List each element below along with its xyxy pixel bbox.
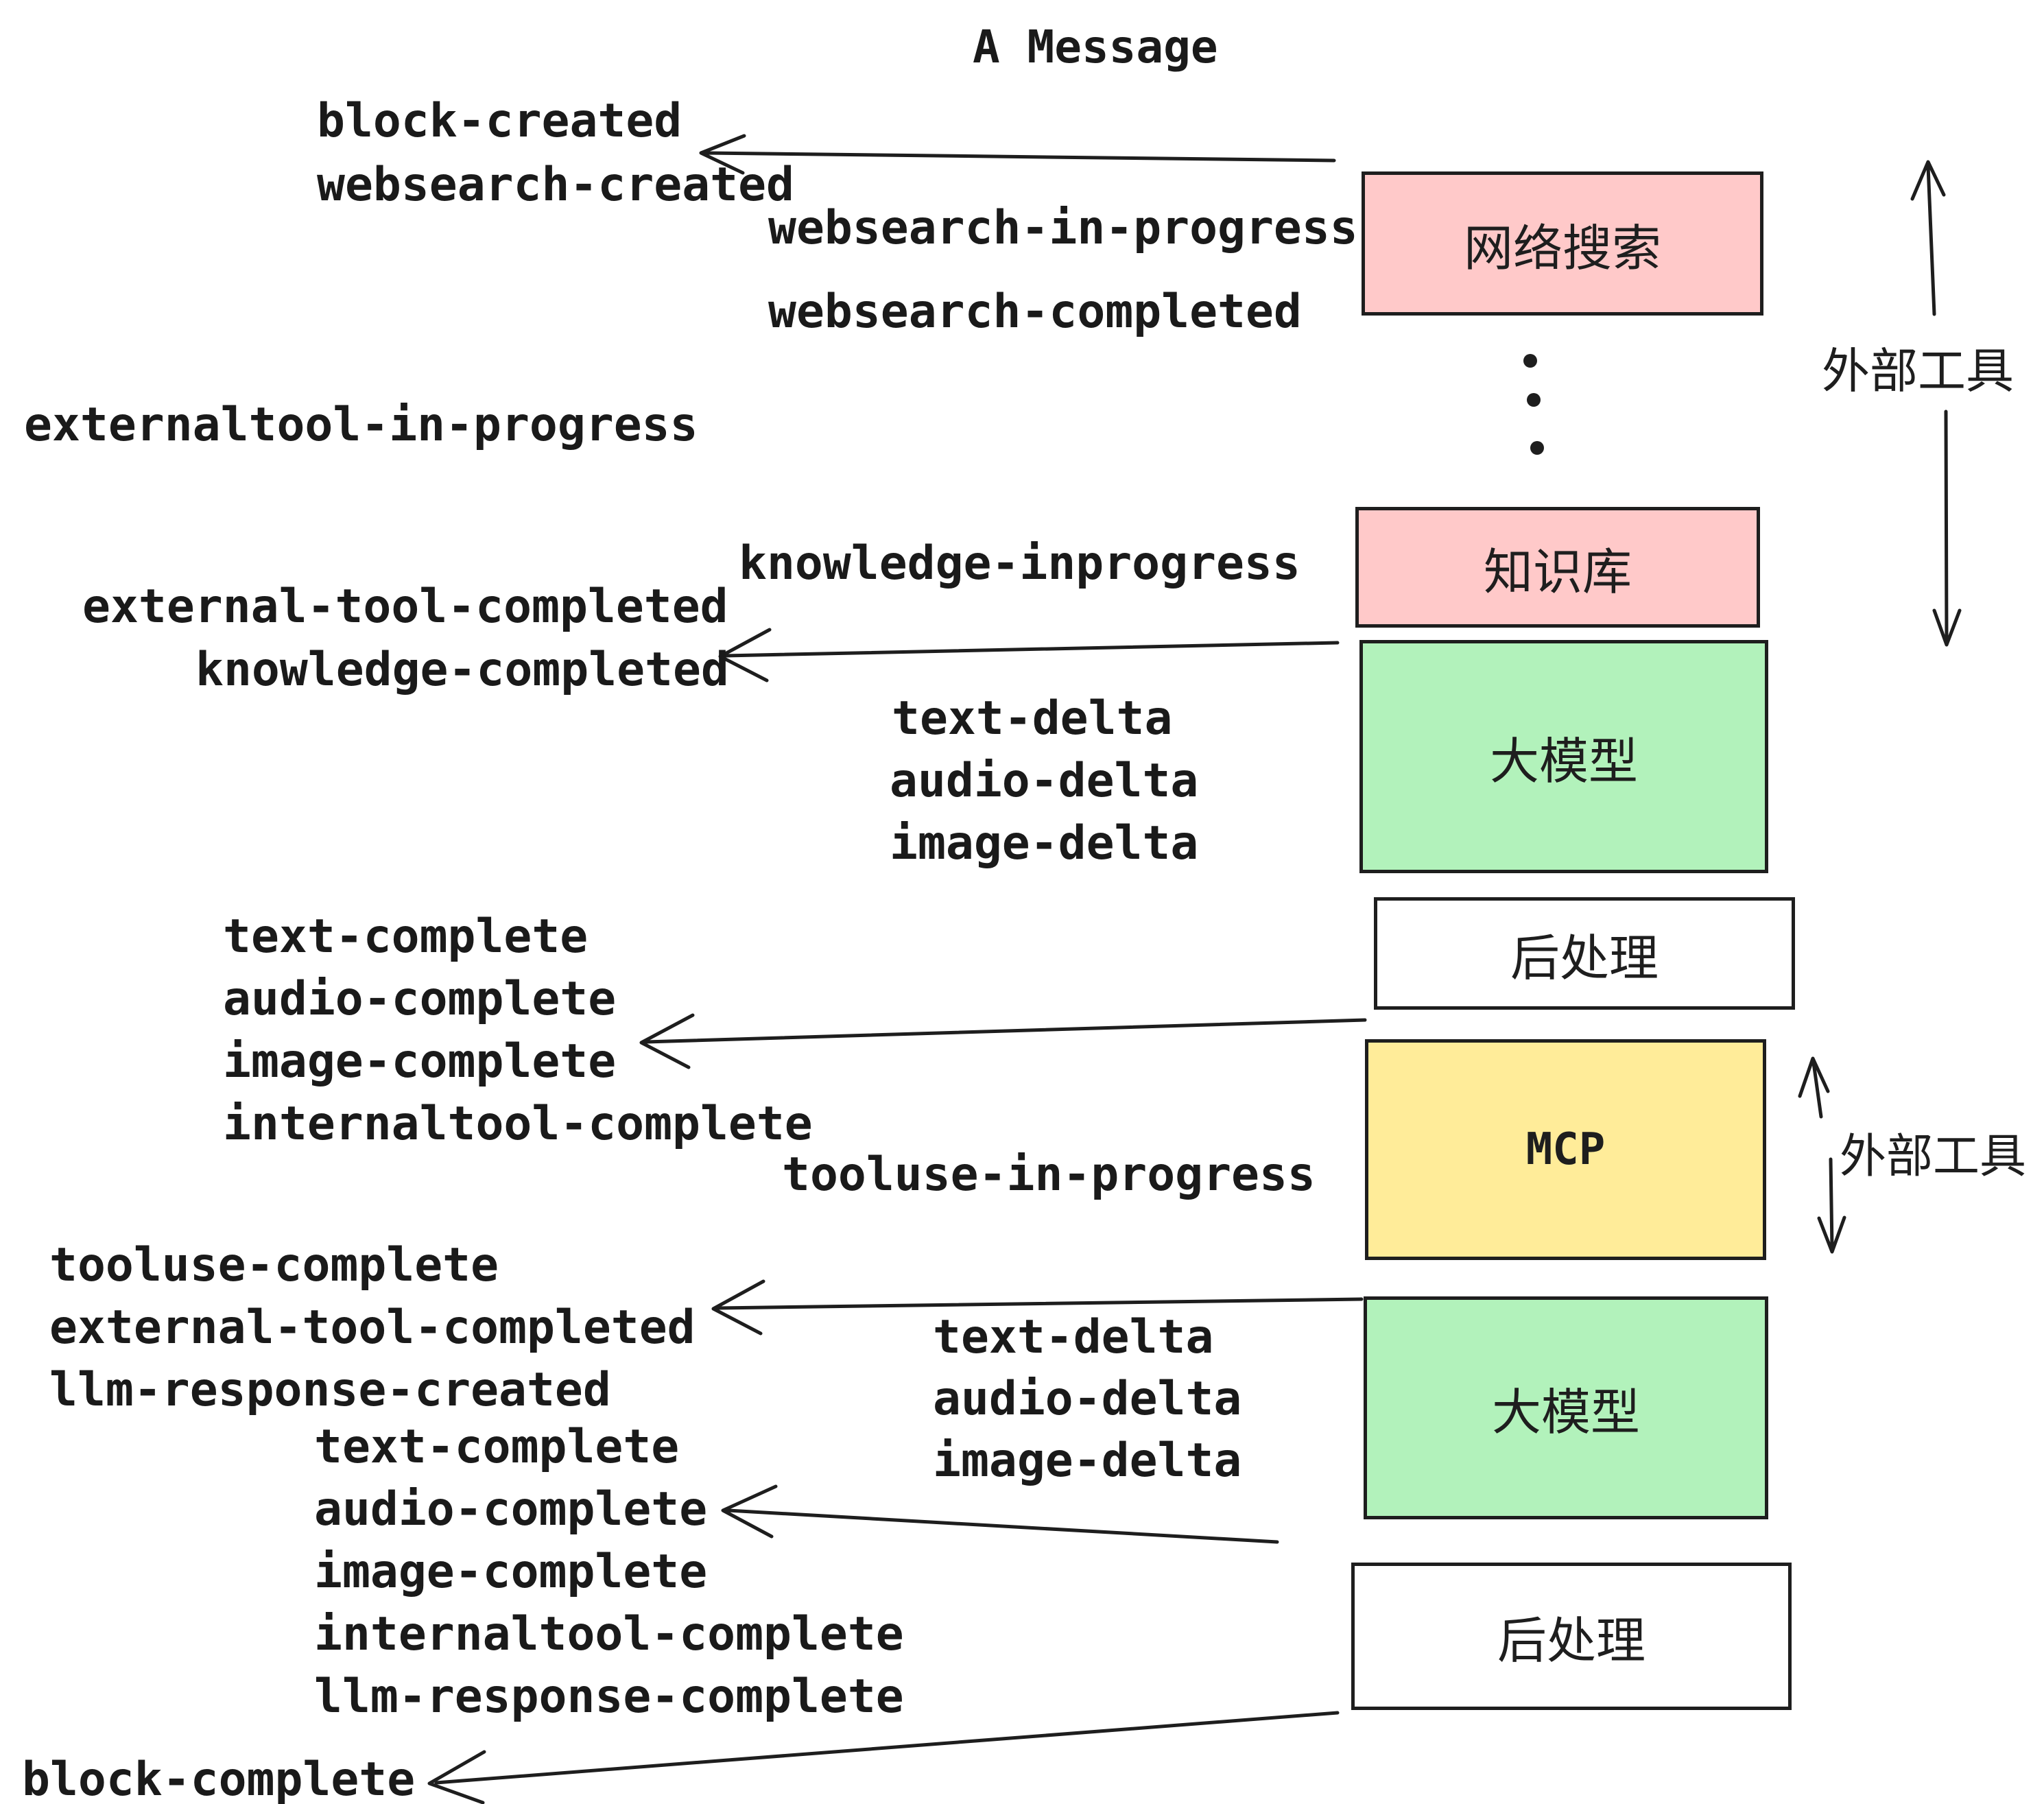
flow-node-llm-1: 大模型 [1359, 640, 1768, 873]
event-text-delta-2: text-delta [933, 1310, 1214, 1364]
llm-box-label-2: 大模型 [1491, 1384, 1640, 1441]
postprocess-box-label: 后处理 [1510, 929, 1659, 987]
arrow-to-knowledge-completed [718, 628, 1340, 683]
event-externaltool-in-progress: externaltool-in-progress [24, 398, 698, 452]
flow-node-postprocess-1: 后处理 [1374, 897, 1795, 1010]
event-llm-response-created: llm-response-created [49, 1363, 611, 1417]
flow-node-postprocess-2: 后处理 [1351, 1563, 1792, 1710]
arrow-to-audio-complete [721, 1484, 1279, 1544]
flow-node-mcp: MCP [1365, 1039, 1766, 1260]
flow-node-websearch: 网络搜索 [1362, 171, 1763, 316]
knowledge-box-label: 知识库 [1483, 543, 1632, 601]
event-websearch-created: websearch-created [317, 158, 794, 212]
event-text-complete: text-complete [223, 910, 589, 964]
flow-node-knowledge: 知识库 [1355, 507, 1760, 628]
event-websearch-completed: websearch-completed [768, 285, 1302, 339]
event-internaltool-complete: internaltool-complete [223, 1097, 813, 1151]
websearch-box-label: 网络搜索 [1463, 219, 1661, 277]
external-tools-mcp-double-arrow [1798, 1056, 1846, 1254]
event-block-created: block-created [317, 94, 682, 148]
event-text-complete-2: text-complete [314, 1420, 680, 1474]
postprocess-box-label-2: 后处理 [1497, 1612, 1645, 1670]
arrow-to-image-complete [639, 1013, 1367, 1069]
event-block-complete: block-complete [22, 1753, 416, 1804]
event-audio-delta-2: audio-delta [933, 1372, 1242, 1426]
flow-node-llm-2: 大模型 [1364, 1296, 1768, 1519]
diagram-title: A Message [973, 21, 1218, 73]
event-tooluse-in-progress: tooluse-in-progress [782, 1148, 1316, 1202]
external-tools-label-top: 外部工具 [1822, 343, 2014, 399]
event-text-delta: text-delta [892, 691, 1173, 746]
ellipsis-dots [1523, 354, 1544, 455]
event-knowledge-completed: knowledge-completed [195, 643, 729, 697]
event-audio-complete-2: audio-complete [314, 1482, 708, 1536]
event-image-complete-2: image-complete [314, 1545, 708, 1599]
event-image-delta-2: image-delta [933, 1434, 1242, 1488]
event-knowledge-inprogress: knowledge-inprogress [739, 536, 1300, 591]
arrow-to-block-created [699, 134, 1336, 175]
event-external-tool-completed: external-tool-completed [82, 580, 728, 634]
mcp-box-label: MCP [1525, 1124, 1606, 1175]
event-image-delta: image-delta [890, 816, 1199, 870]
event-llm-response-complete: llm-response-complete [314, 1670, 904, 1724]
event-websearch-in-progress: websearch-in-progress [768, 201, 1358, 255]
event-image-complete: image-complete [223, 1034, 617, 1089]
llm-box-label: 大模型 [1489, 732, 1638, 790]
event-audio-delta: audio-delta [890, 754, 1199, 808]
event-tooluse-complete: tooluse-complete [49, 1238, 499, 1292]
event-audio-complete: audio-complete [223, 972, 617, 1026]
event-internaltool-complete-2: internaltool-complete [314, 1607, 904, 1661]
external-tools-top-double-arrow [1910, 160, 1962, 647]
event-external-tool-completed-2: external-tool-completed [49, 1301, 696, 1355]
external-tools-label-mcp: 外部工具 [1840, 1130, 2027, 1184]
